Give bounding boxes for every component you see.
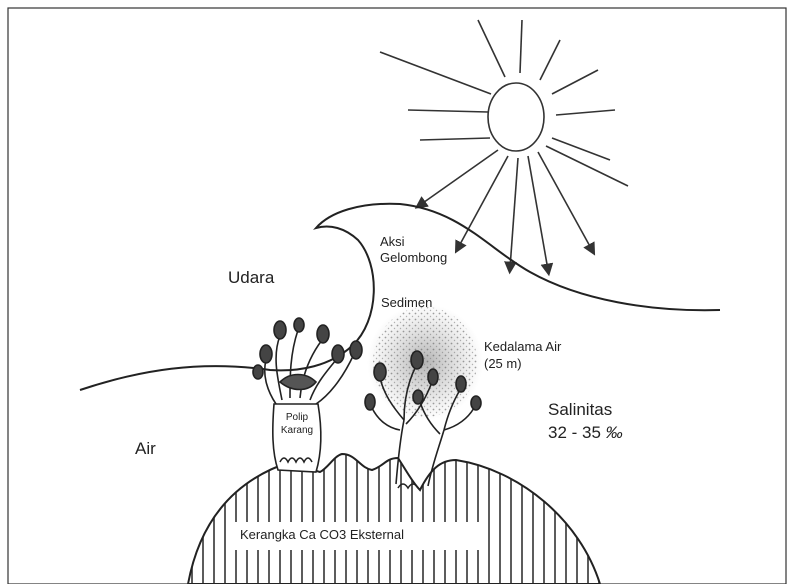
air-above-label: Udara bbox=[228, 268, 274, 288]
coral-polyp-icon bbox=[253, 318, 362, 472]
depth-label-line1: Kedalama Air bbox=[484, 340, 561, 355]
permil-symbol: ‰ bbox=[606, 423, 623, 442]
reef-mound-icon bbox=[188, 454, 600, 584]
skeleton-label: Kerangka Ca CO3 Eksternal bbox=[240, 528, 404, 543]
sediment-label: Sedimen bbox=[381, 296, 432, 311]
polyp-label-line2: Karang bbox=[276, 425, 318, 437]
salinity-label-line1: Salinitas bbox=[548, 400, 612, 420]
water-label: Air bbox=[135, 439, 156, 459]
polyp-label-line1: Polip bbox=[276, 412, 318, 424]
salinity-value: 32 - 35 bbox=[548, 423, 601, 442]
sun-icon bbox=[380, 20, 628, 270]
wave-action-label-line1: Aksi bbox=[380, 235, 405, 250]
depth-label-line2: (25 m) bbox=[484, 357, 522, 372]
wave-action-label-line2: Gelombong bbox=[380, 251, 447, 266]
salinity-label-line2: 32 - 35 ‰ bbox=[548, 423, 623, 443]
sediment-particles bbox=[373, 307, 477, 417]
